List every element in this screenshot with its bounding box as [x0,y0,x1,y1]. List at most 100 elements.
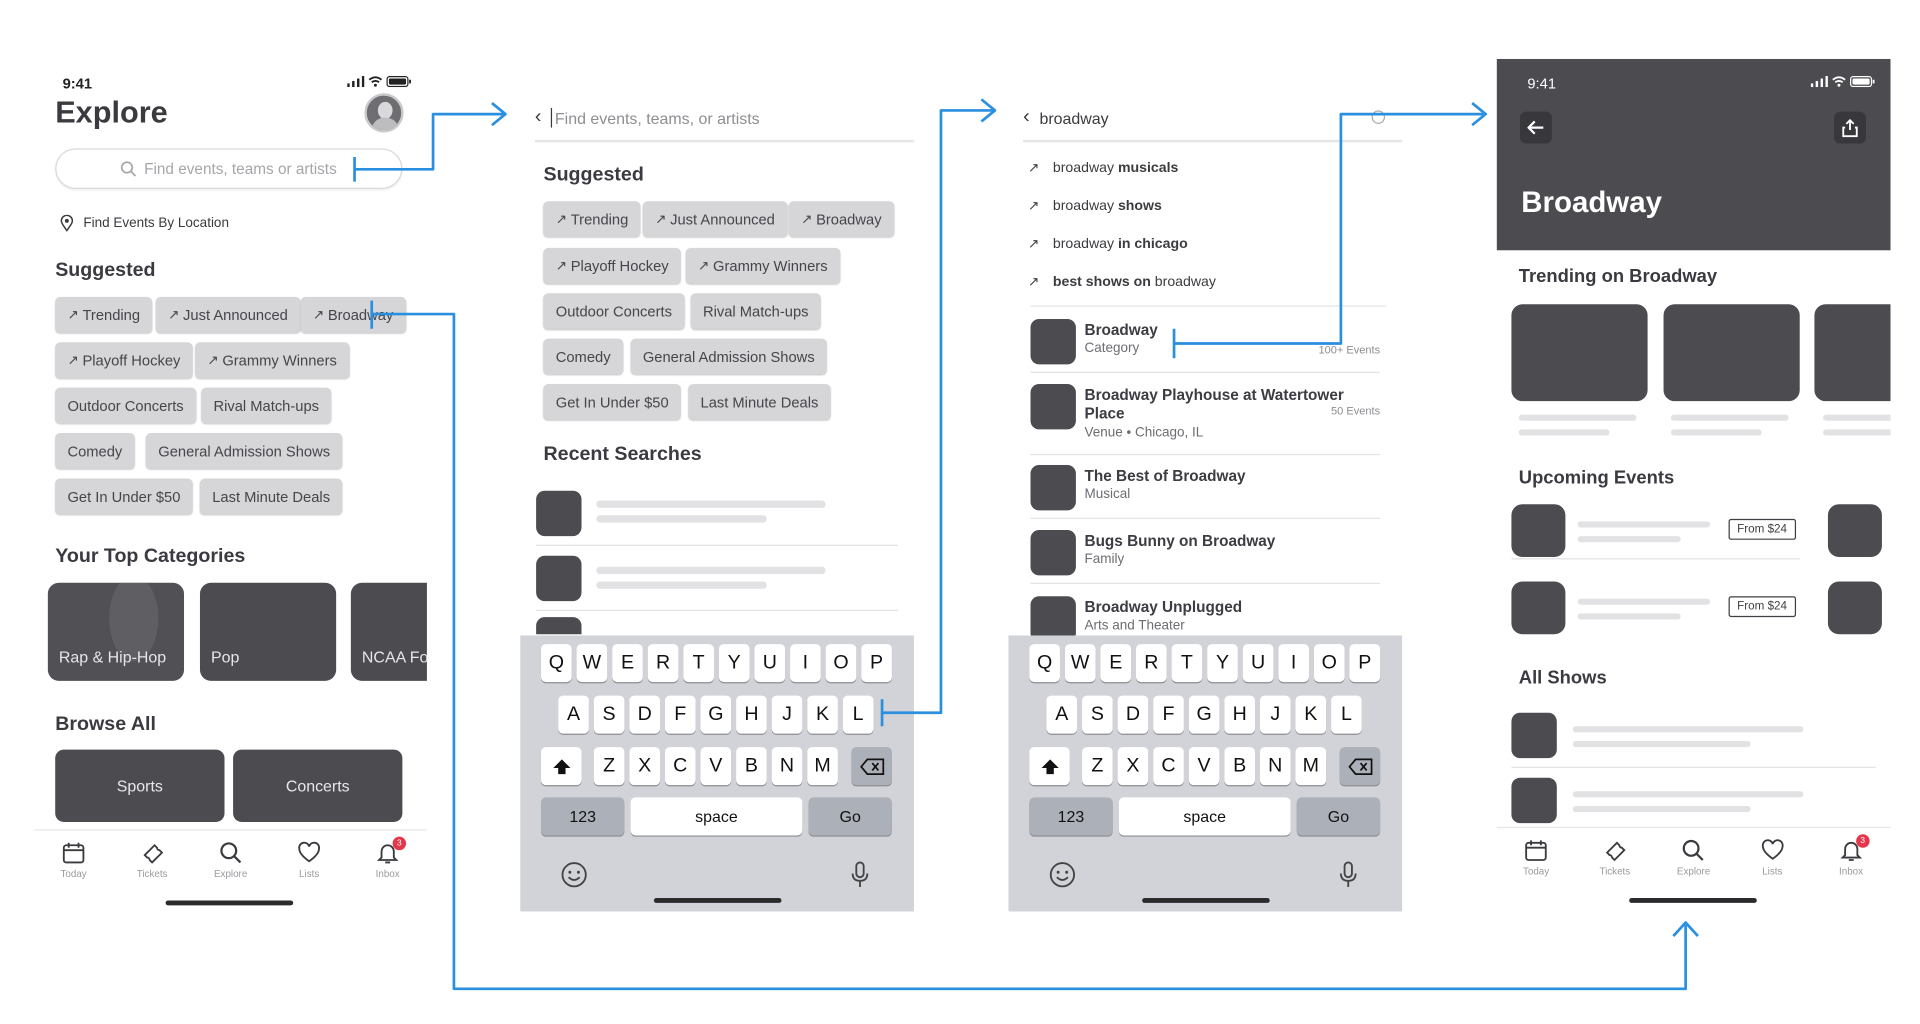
emoji-icon[interactable] [561,861,588,894]
key[interactable]: W [576,644,608,683]
key[interactable]: B [1224,747,1256,786]
price-button[interactable]: From $24 [1728,518,1796,540]
key[interactable]: X [629,747,661,786]
tab-explore[interactable]: Explore [198,840,264,903]
browse-concerts-button[interactable]: Concerts [233,749,403,822]
delete-key[interactable] [851,747,892,786]
tab-lists[interactable]: Lists [1739,838,1805,901]
key[interactable]: R [1136,644,1167,683]
show-row[interactable] [1511,777,1875,833]
recent-search-row[interactable] [536,490,899,546]
key[interactable]: J [1259,695,1291,734]
emoji-icon[interactable] [1049,861,1076,894]
key[interactable]: W [1064,644,1096,683]
chip-just-announced[interactable]: ↗Just Announced [642,201,788,237]
key[interactable]: A [558,695,589,734]
key[interactable]: G [1188,695,1220,734]
avatar[interactable] [364,93,404,133]
key[interactable]: Q [1029,644,1060,683]
trending-card[interactable] [1511,304,1648,402]
key[interactable]: C [664,747,696,786]
key[interactable]: U [754,644,786,683]
key[interactable]: B [736,747,767,786]
chip-playoff-hockey[interactable]: ↗Playoff Hockey [543,247,681,284]
chip-comedy[interactable]: Comedy [55,433,135,469]
delete-key[interactable] [1339,747,1381,786]
upcoming-event-row[interactable]: From $24 [1511,504,1800,560]
shift-key[interactable] [1029,747,1070,786]
chip-rival-matchups[interactable]: Rival Match-ups [690,293,821,329]
price-button[interactable]: From $24 [1728,596,1796,618]
suggestion-item[interactable]: ↗broadway in chicago [1028,236,1188,251]
key[interactable]: J [771,695,803,734]
clear-icon[interactable] [1371,110,1386,124]
key[interactable]: P [1349,644,1381,683]
show-row[interactable] [1511,712,1876,768]
key[interactable]: Z [593,747,625,786]
key[interactable]: L [842,695,874,734]
numbers-key[interactable]: 123 [541,797,625,836]
tab-tickets[interactable]: Tickets [119,840,185,903]
key[interactable]: U [1242,644,1274,683]
key[interactable]: K [1295,695,1327,734]
key[interactable]: G [700,695,732,734]
go-key[interactable]: Go [1296,797,1381,836]
key[interactable]: E [1100,644,1132,683]
tab-tickets[interactable]: Tickets [1582,838,1648,901]
chip-outdoor-concerts[interactable]: Outdoor Concerts [543,293,685,329]
chip-general-admission[interactable]: General Admission Shows [630,338,827,375]
key[interactable]: C [1153,747,1184,786]
key[interactable]: L [1331,695,1362,734]
key[interactable]: V [1188,747,1220,786]
trending-card[interactable] [1663,304,1800,402]
space-key[interactable]: space [1118,797,1291,836]
tab-explore[interactable]: Explore [1660,838,1726,901]
suggestion-item[interactable]: ↗broadway shows [1028,198,1162,213]
key[interactable]: Y [718,644,750,683]
microphone-icon[interactable] [851,861,869,894]
key[interactable]: I [790,644,821,683]
key[interactable]: F [1153,695,1184,734]
tab-lists[interactable]: Lists [276,840,342,903]
key[interactable]: D [1117,695,1149,734]
chip-trending[interactable]: ↗Trending [55,296,153,333]
key[interactable]: Y [1207,644,1238,683]
category-tile-rap[interactable]: Rap & Hip-Hop [47,582,185,681]
key[interactable]: V [700,747,732,786]
chip-last-minute[interactable]: Last Minute Deals [199,478,343,515]
key[interactable]: Q [541,644,572,683]
key[interactable]: M [807,747,838,786]
category-tile-pop[interactable]: Pop [199,582,337,681]
key[interactable]: T [1171,644,1203,683]
key[interactable]: M [1295,747,1327,786]
key[interactable]: R [647,644,679,683]
chip-comedy[interactable]: Comedy [543,338,623,375]
key[interactable]: N [1259,747,1291,786]
search-input[interactable]: broadway [1039,108,1109,127]
chip-under-50[interactable]: Get In Under $50 [543,383,681,420]
chip-grammy-winners[interactable]: ↗Grammy Winners [685,247,840,284]
key[interactable]: Z [1082,747,1113,786]
back-chevron-icon[interactable]: ‹ [1023,106,1030,128]
back-chevron-icon[interactable]: ‹ [534,106,542,128]
category-tile-ncaa[interactable]: NCAA Fo [350,582,427,681]
tab-inbox[interactable]: 3 Inbox [355,836,421,903]
trending-card[interactable] [1814,304,1891,402]
chip-trending[interactable]: ↗Trending [543,201,641,237]
chip-under-50[interactable]: Get In Under $50 [55,478,193,515]
key[interactable]: O [825,644,857,683]
chip-general-admission[interactable]: General Admission Shows [145,433,343,469]
chip-grammy-winners[interactable]: ↗Grammy Winners [195,342,350,378]
share-button[interactable] [1834,111,1866,144]
find-by-location-link[interactable]: Find Events By Location [60,214,229,232]
key[interactable]: I [1278,644,1309,683]
recent-search-row[interactable] [536,555,899,611]
key[interactable]: E [612,644,643,683]
upcoming-event-row[interactable]: From $24 [1511,581,1799,637]
key[interactable]: A [1046,695,1078,734]
chip-last-minute[interactable]: Last Minute Deals [688,383,831,420]
